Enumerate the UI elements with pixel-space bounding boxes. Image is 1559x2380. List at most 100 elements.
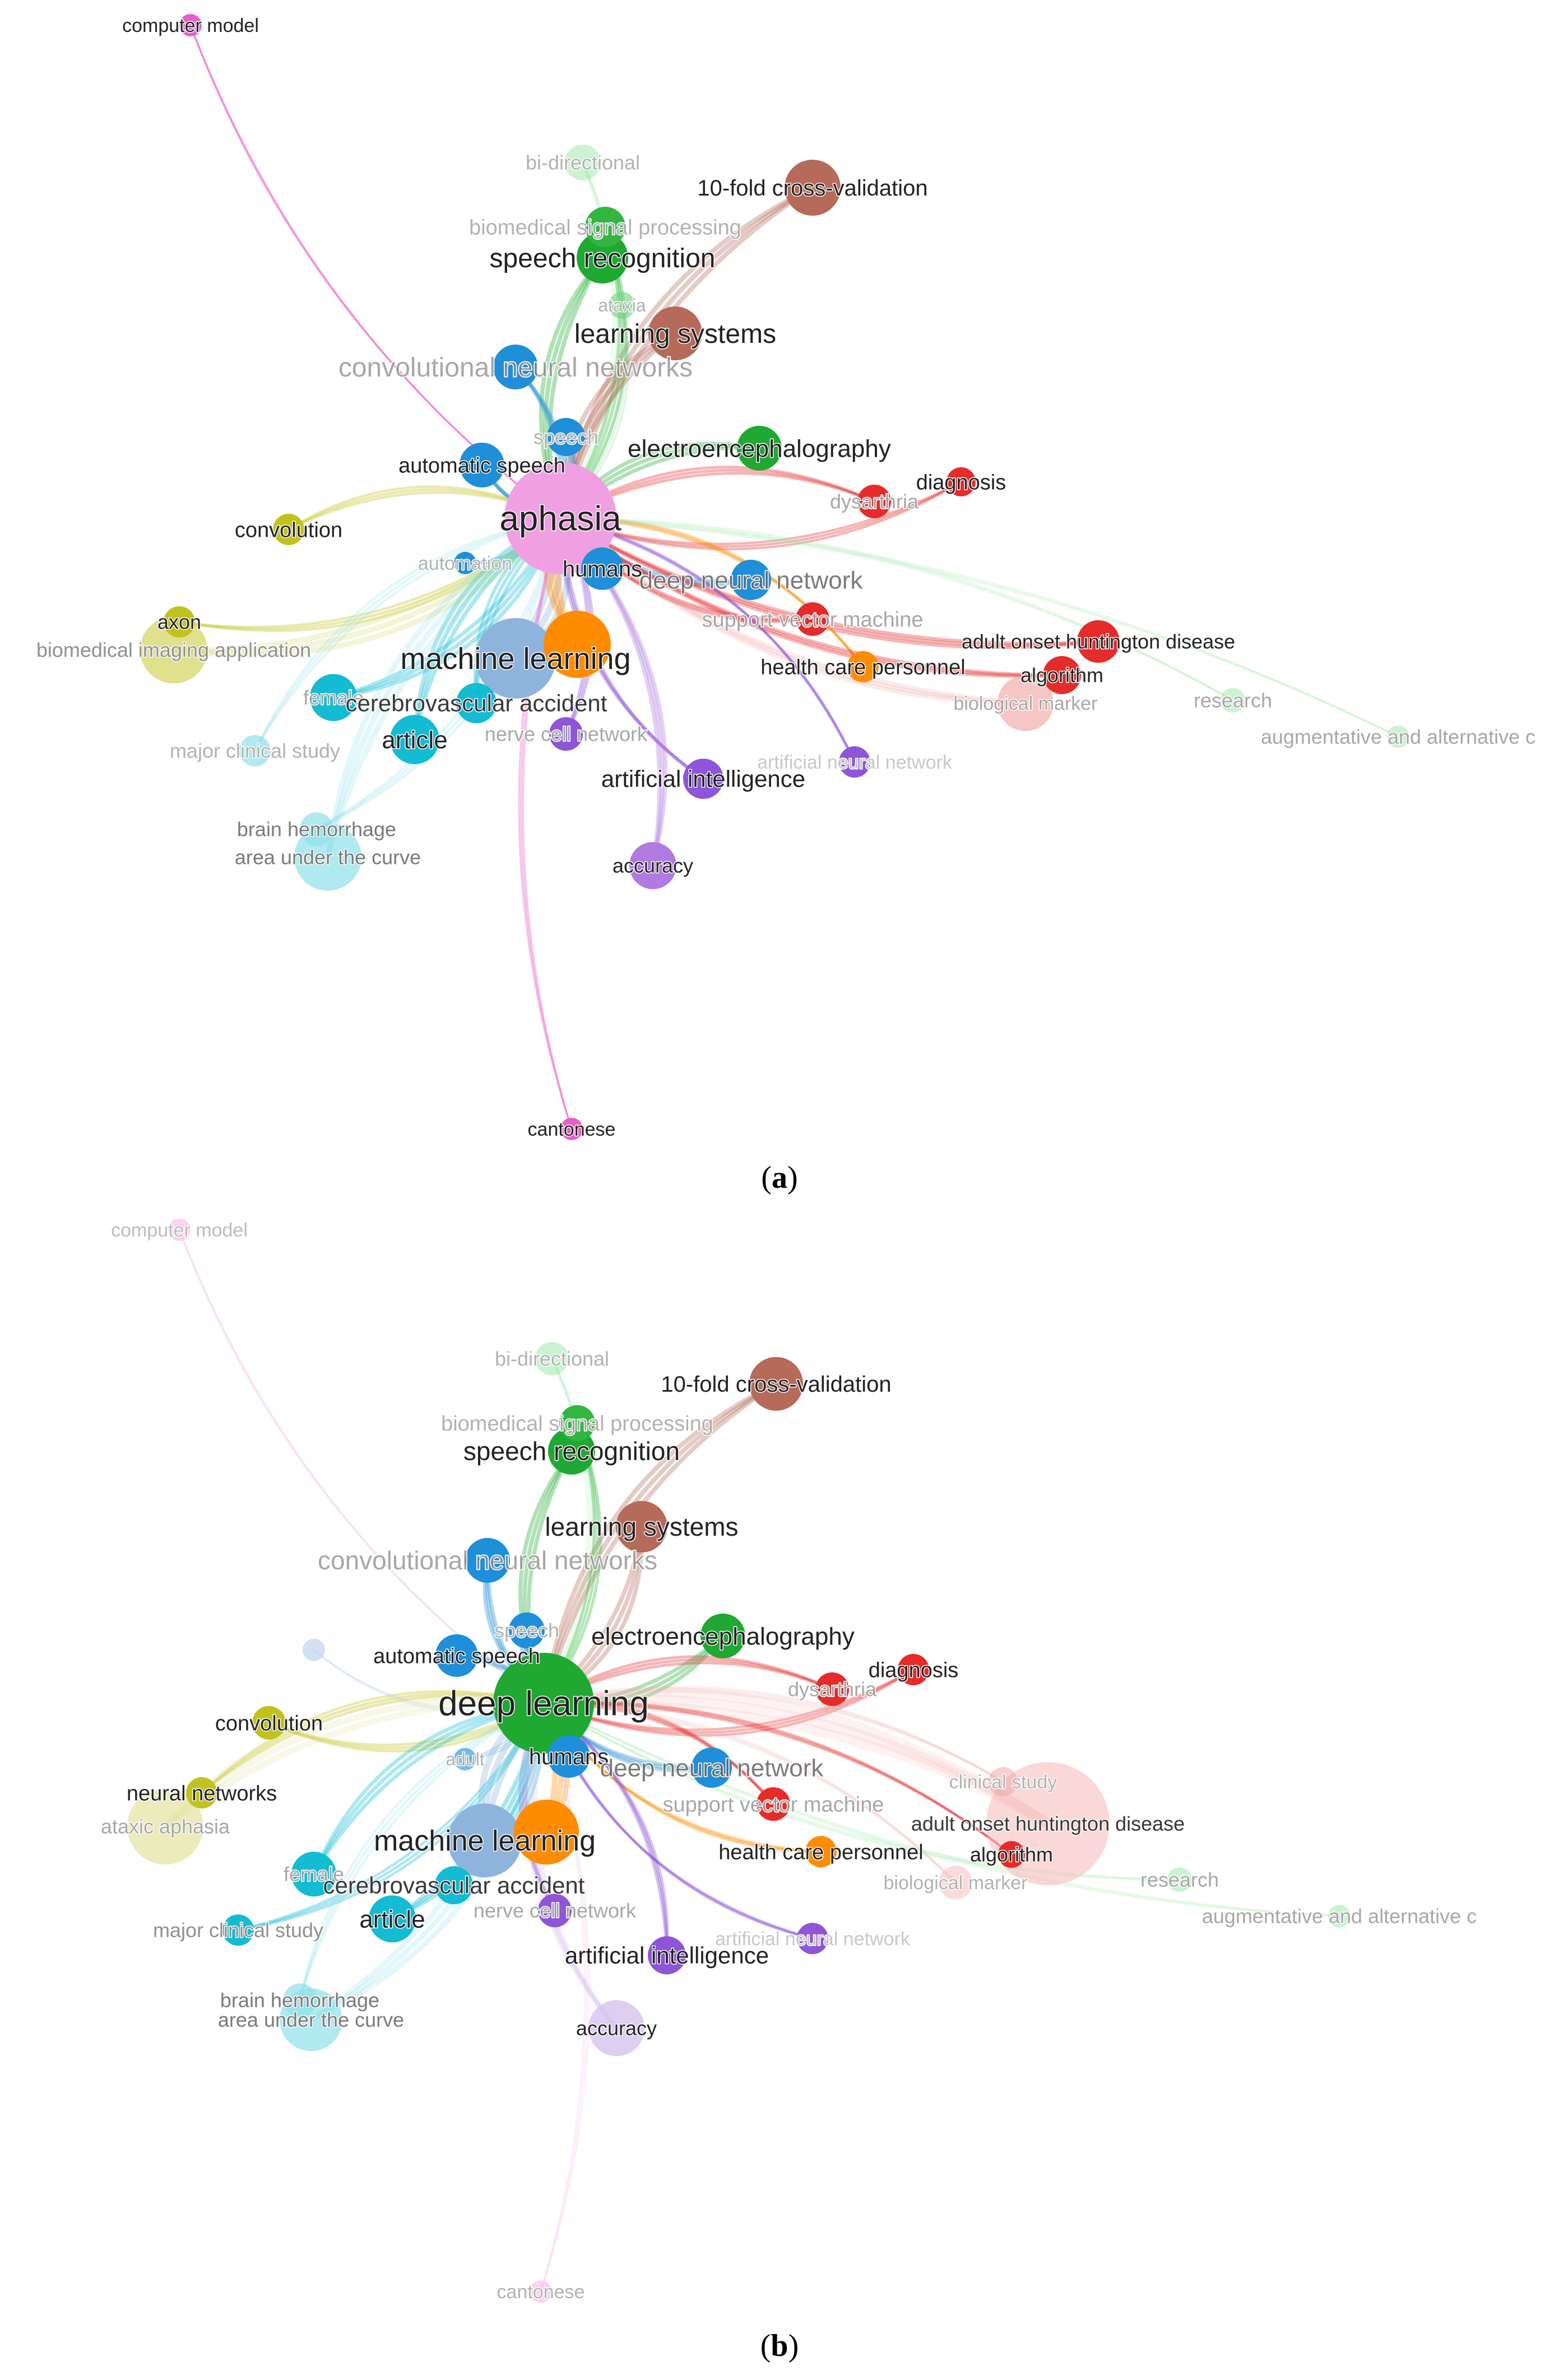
node-brain-hemorrhage[interactable] bbox=[283, 1983, 317, 2017]
edge-algorithm bbox=[559, 517, 1062, 677]
node-biological-marker[interactable] bbox=[997, 675, 1054, 731]
node-algorithm[interactable] bbox=[1043, 656, 1081, 694]
node-deep-learning[interactable] bbox=[493, 1653, 594, 1754]
node-ataxia[interactable] bbox=[609, 292, 635, 319]
node-ataxic-aphasia[interactable] bbox=[127, 1788, 203, 1865]
node-unknown-pale[interactable] bbox=[303, 1639, 325, 1661]
edge-aug-alt bbox=[560, 517, 1399, 738]
edge-aug-alt bbox=[543, 1702, 1340, 1917]
node-cva[interactable] bbox=[435, 1866, 473, 1904]
node-cnn[interactable] bbox=[493, 345, 538, 389]
node-artificial-neural[interactable] bbox=[797, 1923, 828, 1954]
node-neural-networks[interactable] bbox=[186, 1777, 217, 1809]
node-electroenc[interactable] bbox=[737, 426, 782, 471]
node-svm[interactable] bbox=[796, 602, 829, 636]
node-female[interactable] bbox=[310, 674, 357, 721]
node-dysarthria[interactable] bbox=[815, 1672, 849, 1706]
node-speech[interactable] bbox=[547, 418, 585, 456]
node-learning-systems[interactable] bbox=[616, 1501, 667, 1552]
node-deep-neural-network[interactable] bbox=[692, 1747, 732, 1788]
node-health-care[interactable] bbox=[805, 1836, 837, 1867]
node-biomed-signal[interactable] bbox=[559, 1405, 595, 1441]
node-tenfold[interactable] bbox=[785, 160, 841, 216]
node-bi-directional[interactable] bbox=[565, 145, 601, 180]
node-diagnosis[interactable] bbox=[898, 1654, 929, 1685]
label-learning-systems: learning systems bbox=[545, 1512, 738, 1541]
node-dysarthria[interactable] bbox=[857, 485, 891, 518]
node-brain-hemorrhage[interactable] bbox=[300, 812, 333, 846]
node-adult-onset[interactable] bbox=[1077, 620, 1120, 663]
node-convolution[interactable] bbox=[273, 514, 304, 545]
node-speech-recognition[interactable] bbox=[577, 232, 628, 283]
node-major-clinical[interactable] bbox=[222, 1914, 254, 1946]
node-research[interactable] bbox=[1221, 688, 1245, 713]
node-accuracy[interactable] bbox=[588, 2000, 644, 2056]
node-deep-neural-network[interactable] bbox=[731, 560, 771, 600]
node-svm[interactable] bbox=[757, 1787, 790, 1821]
node-tenfold[interactable] bbox=[749, 1357, 803, 1411]
label-bi-directional: bi-directional bbox=[526, 151, 640, 174]
label-research: research bbox=[1194, 689, 1272, 712]
node-computer-model[interactable] bbox=[168, 1219, 191, 1241]
label-humans: humans bbox=[563, 557, 642, 582]
edge-major-clinical bbox=[253, 517, 561, 752]
label-diagnosis: diagnosis bbox=[869, 1658, 959, 1682]
node-humans[interactable] bbox=[547, 1735, 590, 1778]
node-orange-main[interactable] bbox=[514, 1800, 579, 1865]
node-axon[interactable] bbox=[164, 606, 195, 638]
node-electroenc[interactable] bbox=[700, 1614, 745, 1658]
node-computer-model[interactable] bbox=[179, 14, 202, 36]
node-major-clinical[interactable] bbox=[239, 735, 271, 766]
label-cnn: convolutional neural networks bbox=[318, 1546, 657, 1575]
node-automatic-speech[interactable] bbox=[435, 1634, 478, 1677]
node-artificial-intelligence[interactable] bbox=[648, 1936, 686, 1974]
node-cva[interactable] bbox=[456, 683, 497, 723]
node-speech[interactable] bbox=[509, 1612, 545, 1648]
node-aug-alt[interactable] bbox=[1387, 726, 1409, 748]
edge-major-clinical bbox=[238, 1702, 545, 1932]
node-article[interactable] bbox=[369, 1895, 416, 1942]
node-nerve-cell[interactable] bbox=[549, 717, 583, 751]
node-diagnosis[interactable] bbox=[946, 467, 976, 496]
node-cantonese[interactable] bbox=[560, 1118, 583, 1140]
node-humans[interactable] bbox=[581, 547, 624, 590]
node-cnn[interactable] bbox=[465, 1538, 510, 1583]
edge-bi-directional bbox=[542, 1358, 590, 1704]
node-cantonese[interactable] bbox=[530, 2280, 552, 2303]
label-nerve-cell: nerve cell network bbox=[474, 1899, 637, 1922]
node-adult[interactable] bbox=[454, 1748, 476, 1770]
node-automation[interactable] bbox=[454, 552, 476, 574]
edge-diagnosis bbox=[560, 481, 962, 546]
edge-diagnosis bbox=[543, 1668, 915, 1731]
node-biomed-signal[interactable] bbox=[585, 207, 625, 247]
node-artificial-intelligence[interactable] bbox=[683, 759, 723, 799]
node-artificial-neural[interactable] bbox=[839, 746, 870, 778]
node-clinical-study[interactable] bbox=[989, 1767, 1018, 1796]
node-machine-learning[interactable] bbox=[448, 1803, 522, 1877]
node-automatic-speech[interactable] bbox=[460, 443, 504, 487]
node-accuracy[interactable] bbox=[629, 842, 676, 889]
edge-biomed-imaging bbox=[173, 516, 563, 655]
node-research[interactable] bbox=[1167, 1867, 1192, 1892]
node-aphasia[interactable] bbox=[504, 462, 616, 574]
edge-algorithm bbox=[559, 517, 1062, 678]
node-aug-alt[interactable] bbox=[1328, 1905, 1351, 1927]
node-orange-main[interactable] bbox=[544, 611, 611, 678]
node-female[interactable] bbox=[291, 1852, 336, 1896]
node-algorithm[interactable] bbox=[998, 1841, 1025, 1868]
edge-tenfold bbox=[558, 185, 814, 519]
node-biomed-imaging[interactable] bbox=[140, 616, 207, 684]
edge-diagnosis bbox=[543, 1668, 915, 1737]
node-biological-marker[interactable] bbox=[939, 1866, 972, 1899]
node-learning-systems[interactable] bbox=[648, 306, 702, 360]
node-article[interactable] bbox=[390, 715, 439, 764]
node-bi-directional[interactable] bbox=[535, 1342, 569, 1375]
edge-diagnosis bbox=[560, 481, 962, 551]
node-machine-learning[interactable] bbox=[475, 618, 556, 699]
node-nerve-cell[interactable] bbox=[538, 1894, 572, 1927]
node-convolution[interactable] bbox=[252, 1706, 286, 1740]
node-health-care[interactable] bbox=[847, 651, 879, 682]
